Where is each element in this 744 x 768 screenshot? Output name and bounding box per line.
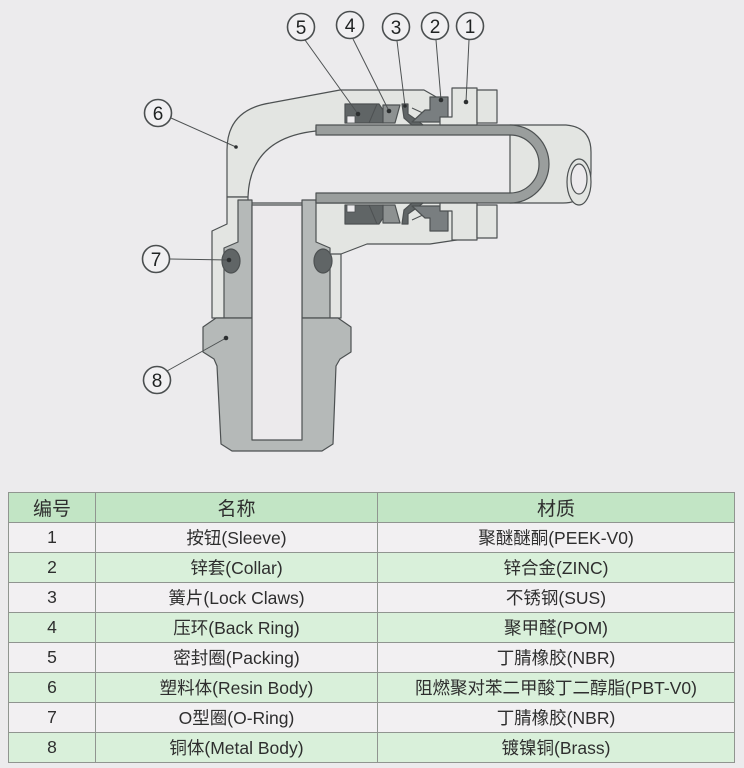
row-3-material: 不锈钢(SUS) xyxy=(378,583,735,613)
row-7-name: O型圈(O-Ring) xyxy=(96,703,378,733)
row-8-material: 镀镍铜(Brass) xyxy=(378,733,735,763)
callout-8: 8 xyxy=(142,365,172,395)
svg-text:4: 4 xyxy=(345,16,356,37)
col-header-name: 名称 xyxy=(96,493,378,523)
svg-text:7: 7 xyxy=(151,250,162,271)
row-1-no: 1 xyxy=(9,523,96,553)
row-1-name: 按钮(Sleeve) xyxy=(96,523,378,553)
collar-lower xyxy=(411,205,449,232)
fitting-cross-section-diagram: 1 2 3 4 5 6 7 8 xyxy=(141,10,592,452)
tube-end-bore xyxy=(570,163,588,195)
parts-table: 编号 名称 材质 1 按钮(Sleeve) 聚醚醚酮(PEEK-V0) 2 锌套… xyxy=(8,492,735,763)
leader-lines xyxy=(166,38,470,372)
svg-text:5: 5 xyxy=(296,18,307,39)
row-1-material: 聚醚醚酮(PEEK-V0) xyxy=(378,523,735,553)
svg-text:6: 6 xyxy=(153,104,164,125)
callout-7: 7 xyxy=(141,244,171,274)
col-header-no: 编号 xyxy=(9,493,96,523)
callout-1: 1 xyxy=(455,11,485,41)
callout-5: 5 xyxy=(286,12,316,42)
packing-notch-lower xyxy=(346,204,356,213)
row-2-material: 锌合金(ZINC) xyxy=(378,553,735,583)
svg-text:8: 8 xyxy=(152,371,163,392)
resin-body-top xyxy=(226,89,446,198)
row-7-material: 丁腈橡胶(NBR) xyxy=(378,703,735,733)
sleeve-end-upper xyxy=(476,89,498,124)
col-header-material: 材质 xyxy=(378,493,735,523)
sleeve-lower xyxy=(439,202,478,241)
row-5-name: 密封圈(Packing) xyxy=(96,643,378,673)
tube xyxy=(315,124,592,206)
lock-claws-upper xyxy=(401,103,424,126)
metal-body-bore xyxy=(251,204,303,441)
sleeve-upper xyxy=(439,87,478,126)
row-4-no: 4 xyxy=(9,613,96,643)
back-ring-upper xyxy=(382,104,401,124)
row-4-material: 聚甲醛(POM) xyxy=(378,613,735,643)
row-5-material: 丁腈橡胶(NBR) xyxy=(378,643,735,673)
svg-text:1: 1 xyxy=(465,17,476,38)
sleeve-end-lower xyxy=(476,204,498,239)
row-6-name: 塑料体(Resin Body) xyxy=(96,673,378,703)
row-4-name: 压环(Back Ring) xyxy=(96,613,378,643)
row-5-no: 5 xyxy=(9,643,96,673)
row-8-no: 8 xyxy=(9,733,96,763)
row-2-no: 2 xyxy=(9,553,96,583)
row-2-name: 锌套(Collar) xyxy=(96,553,378,583)
lock-claws-lower xyxy=(401,202,424,225)
row-6-material: 阻燃聚对苯二甲酸丁二醇脂(PBT-V0) xyxy=(378,673,735,703)
collar-upper xyxy=(411,96,449,123)
row-6-no: 6 xyxy=(9,673,96,703)
o-ring-right xyxy=(313,248,333,274)
svg-text:2: 2 xyxy=(430,17,441,38)
packing-notch-upper xyxy=(346,115,356,124)
collet-lower xyxy=(344,202,498,241)
back-ring-lower xyxy=(382,204,401,224)
callout-3: 3 xyxy=(381,12,411,42)
row-8-name: 铜体(Metal Body) xyxy=(96,733,378,763)
row-7-no: 7 xyxy=(9,703,96,733)
row-3-no: 3 xyxy=(9,583,96,613)
svg-text:3: 3 xyxy=(391,18,402,39)
collet-upper xyxy=(344,87,498,126)
callout-6: 6 xyxy=(143,98,173,128)
row-3-name: 簧片(Lock Claws) xyxy=(96,583,378,613)
callout-2: 2 xyxy=(420,11,450,41)
callout-4: 4 xyxy=(335,10,365,40)
